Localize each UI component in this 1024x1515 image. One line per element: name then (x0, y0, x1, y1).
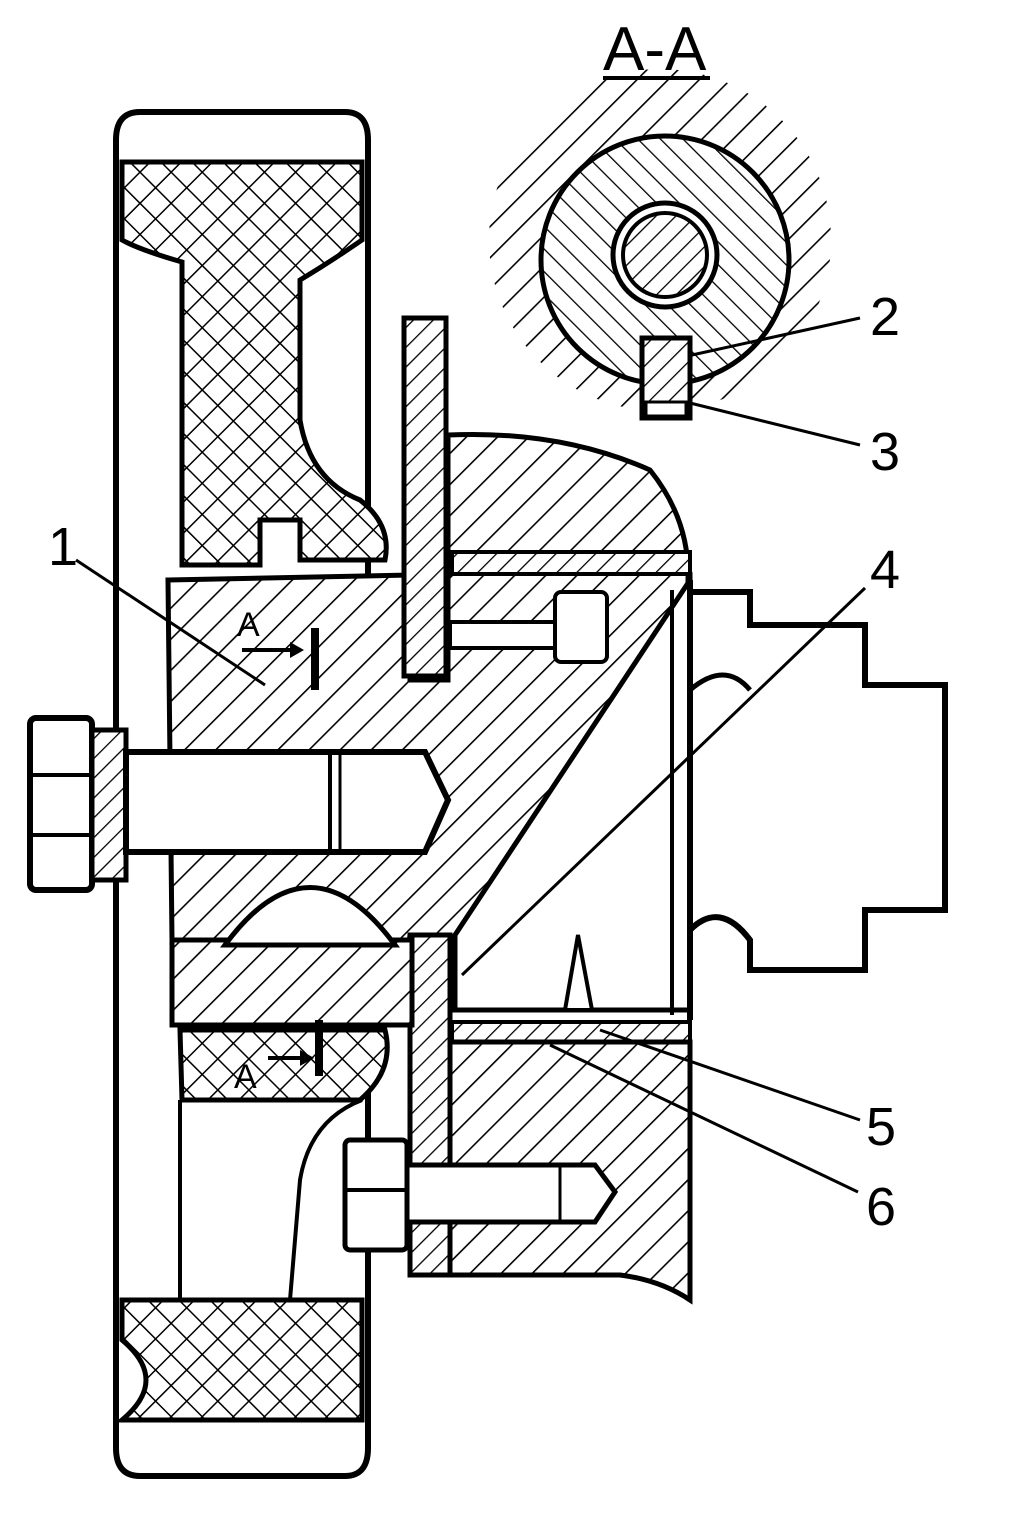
callout-1: 1 (48, 517, 78, 577)
lower-bolt-head (342, 1137, 410, 1253)
lower-rubber-element (115, 1297, 365, 1423)
callout-6: 6 (866, 1177, 896, 1237)
crankshaft-end (670, 580, 948, 1020)
leader-4 (460, 586, 867, 977)
leader-3 (689, 401, 861, 447)
leader-2 (691, 316, 861, 357)
flange-plate (401, 315, 449, 679)
upper-sleeve (450, 550, 692, 576)
leader-lines (75, 316, 867, 1194)
upper-pin-head (553, 590, 609, 664)
upper-rubber-element (119, 159, 389, 568)
cut-mark-upper-letter: A (237, 606, 260, 644)
crankshaft-outline (687, 589, 948, 973)
section-a-a-view (475, 55, 845, 425)
section-title: A-A (603, 15, 707, 84)
center-bolt (27, 715, 452, 893)
callout-5: 5 (866, 1097, 896, 1157)
cut-mark-upper: A (237, 606, 319, 690)
lower-bolt-shank (404, 1162, 619, 1225)
hub-body (165, 315, 693, 1305)
center-bolt-shank (123, 749, 452, 855)
section-key-shim (644, 400, 688, 418)
mid-rubber-element (177, 1027, 390, 1103)
lower-bolt (342, 1137, 619, 1253)
leader-5 (599, 1028, 861, 1122)
lower-sleeve (450, 1020, 692, 1044)
cavity-pin (562, 934, 595, 1012)
cut-mark-lower-letter: A (234, 1058, 257, 1096)
leader-1 (75, 558, 266, 687)
center-bolt-head (27, 715, 95, 893)
cut-mark-lower: A (234, 1020, 323, 1096)
section-shaft (621, 211, 709, 299)
inner-hub-ring (169, 937, 415, 1028)
leader-6 (549, 1043, 859, 1194)
callout-3: 3 (870, 422, 900, 482)
ball-cap (220, 885, 400, 948)
callout-2: 2 (870, 287, 900, 347)
upper-pin (448, 620, 562, 650)
callout-4: 4 (870, 540, 900, 600)
center-bolt-washer (89, 727, 129, 883)
